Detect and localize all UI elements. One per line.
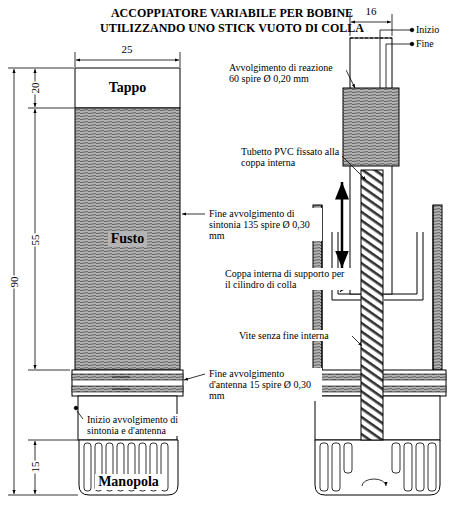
left-view-part bbox=[72, 370, 183, 396]
right-view-part bbox=[350, 38, 392, 39]
right-view bbox=[309, 14, 446, 495]
winding-leads-part bbox=[112, 389, 130, 390]
dimension-lines-part bbox=[8, 495, 78, 496]
right-view-part bbox=[433, 205, 442, 370]
dimension-value: 55 bbox=[29, 234, 41, 247]
dimension-lines-part bbox=[28, 370, 70, 371]
callout-note: Fine avvolgimento di sintonia 135 spire … bbox=[208, 208, 322, 241]
cap-box: Tappo bbox=[75, 68, 180, 108]
right-view-part bbox=[433, 205, 434, 370]
right-knob-ridges bbox=[320, 443, 436, 491]
knob-ridges-part bbox=[161, 443, 168, 491]
slide-arrow-part bbox=[341, 182, 344, 268]
callout-note: Tubetto PVC fissato alla coppa interna bbox=[240, 146, 342, 168]
left-view-part bbox=[79, 440, 178, 495]
title: ACCOPPIATORE VARIABILE PER BOBINE UTILIZ… bbox=[87, 6, 377, 36]
leader-lines bbox=[77, 70, 366, 419]
right-knob-ridges-part bbox=[392, 443, 400, 473]
reaction-leads bbox=[380, 28, 414, 88]
right-view-part bbox=[343, 88, 399, 166]
part-name: Fusto bbox=[108, 231, 147, 247]
reaction-leads-part bbox=[380, 30, 412, 88]
right-knob-ridges-part bbox=[404, 443, 412, 491]
body-band: Fusto bbox=[75, 108, 180, 370]
right-view-part bbox=[361, 170, 383, 440]
dimension-lines-part bbox=[75, 52, 76, 67]
right-knob-ridges-part bbox=[416, 443, 424, 491]
callout-note: Avvolgimento di reazione 60 spire Ø 0,20… bbox=[228, 62, 346, 84]
left-view-part bbox=[75, 108, 180, 370]
dimension-lines-part bbox=[28, 108, 74, 109]
reaction-leads-part bbox=[410, 42, 414, 46]
right-knob-ridges-part bbox=[332, 443, 340, 491]
right-view-part bbox=[392, 14, 393, 36]
right-knob-ridges-part bbox=[344, 443, 352, 473]
slide-arrow bbox=[341, 182, 344, 268]
callout-note: Fine bbox=[415, 38, 435, 49]
right-knob-ridges-part bbox=[428, 443, 436, 491]
left-view-part bbox=[72, 386, 183, 392]
leader-lines-part bbox=[352, 336, 362, 346]
winding-leads bbox=[74, 377, 130, 410]
leader-lines-part bbox=[182, 214, 205, 215]
callout-note: Vite senza fine interna bbox=[238, 330, 352, 341]
dimension-value: 16 bbox=[365, 5, 378, 17]
part-name: Tappo bbox=[106, 80, 150, 96]
leader-lines-part bbox=[77, 411, 83, 419]
winding-leads-part bbox=[74, 406, 78, 410]
right-knob-ridges-part bbox=[320, 443, 328, 491]
knob-ridges bbox=[84, 443, 168, 491]
leader-lines-part bbox=[346, 70, 355, 88]
dimension-value: 25 bbox=[121, 43, 134, 55]
dimension-value: 20 bbox=[29, 82, 41, 95]
callout-note: Inizio bbox=[415, 24, 440, 35]
right-view-part bbox=[315, 440, 440, 495]
leader-lines-part bbox=[184, 374, 205, 380]
left-view-part bbox=[72, 374, 183, 380]
callout-note: Coppa interna di supporto per il cilindr… bbox=[224, 268, 352, 290]
dimension-lines-part bbox=[28, 440, 78, 441]
callout-note: Fine avvolgimento d'antenna 15 spire Ø 0… bbox=[208, 368, 322, 401]
dimension-lines-part bbox=[180, 52, 181, 67]
leader-lines-part bbox=[342, 156, 366, 180]
part-name: Manopola bbox=[95, 474, 162, 490]
dimension-lines-part bbox=[76, 60, 179, 61]
callout-note: Inizio avvolgimento di sintonia e d'ante… bbox=[86, 414, 206, 436]
knob-box: Manopola bbox=[79, 440, 178, 495]
left-view-part bbox=[75, 68, 180, 108]
right-knob-ridges-part bbox=[362, 479, 386, 486]
reaction-leads-part bbox=[410, 28, 414, 32]
dimension-value: 15 bbox=[29, 461, 41, 474]
dimension-value: 90 bbox=[8, 276, 20, 289]
knob-ridges-part bbox=[84, 443, 91, 491]
reaction-leads-part bbox=[386, 44, 412, 88]
dimension-lines-part bbox=[8, 68, 74, 69]
winding-leads-part bbox=[112, 377, 130, 378]
